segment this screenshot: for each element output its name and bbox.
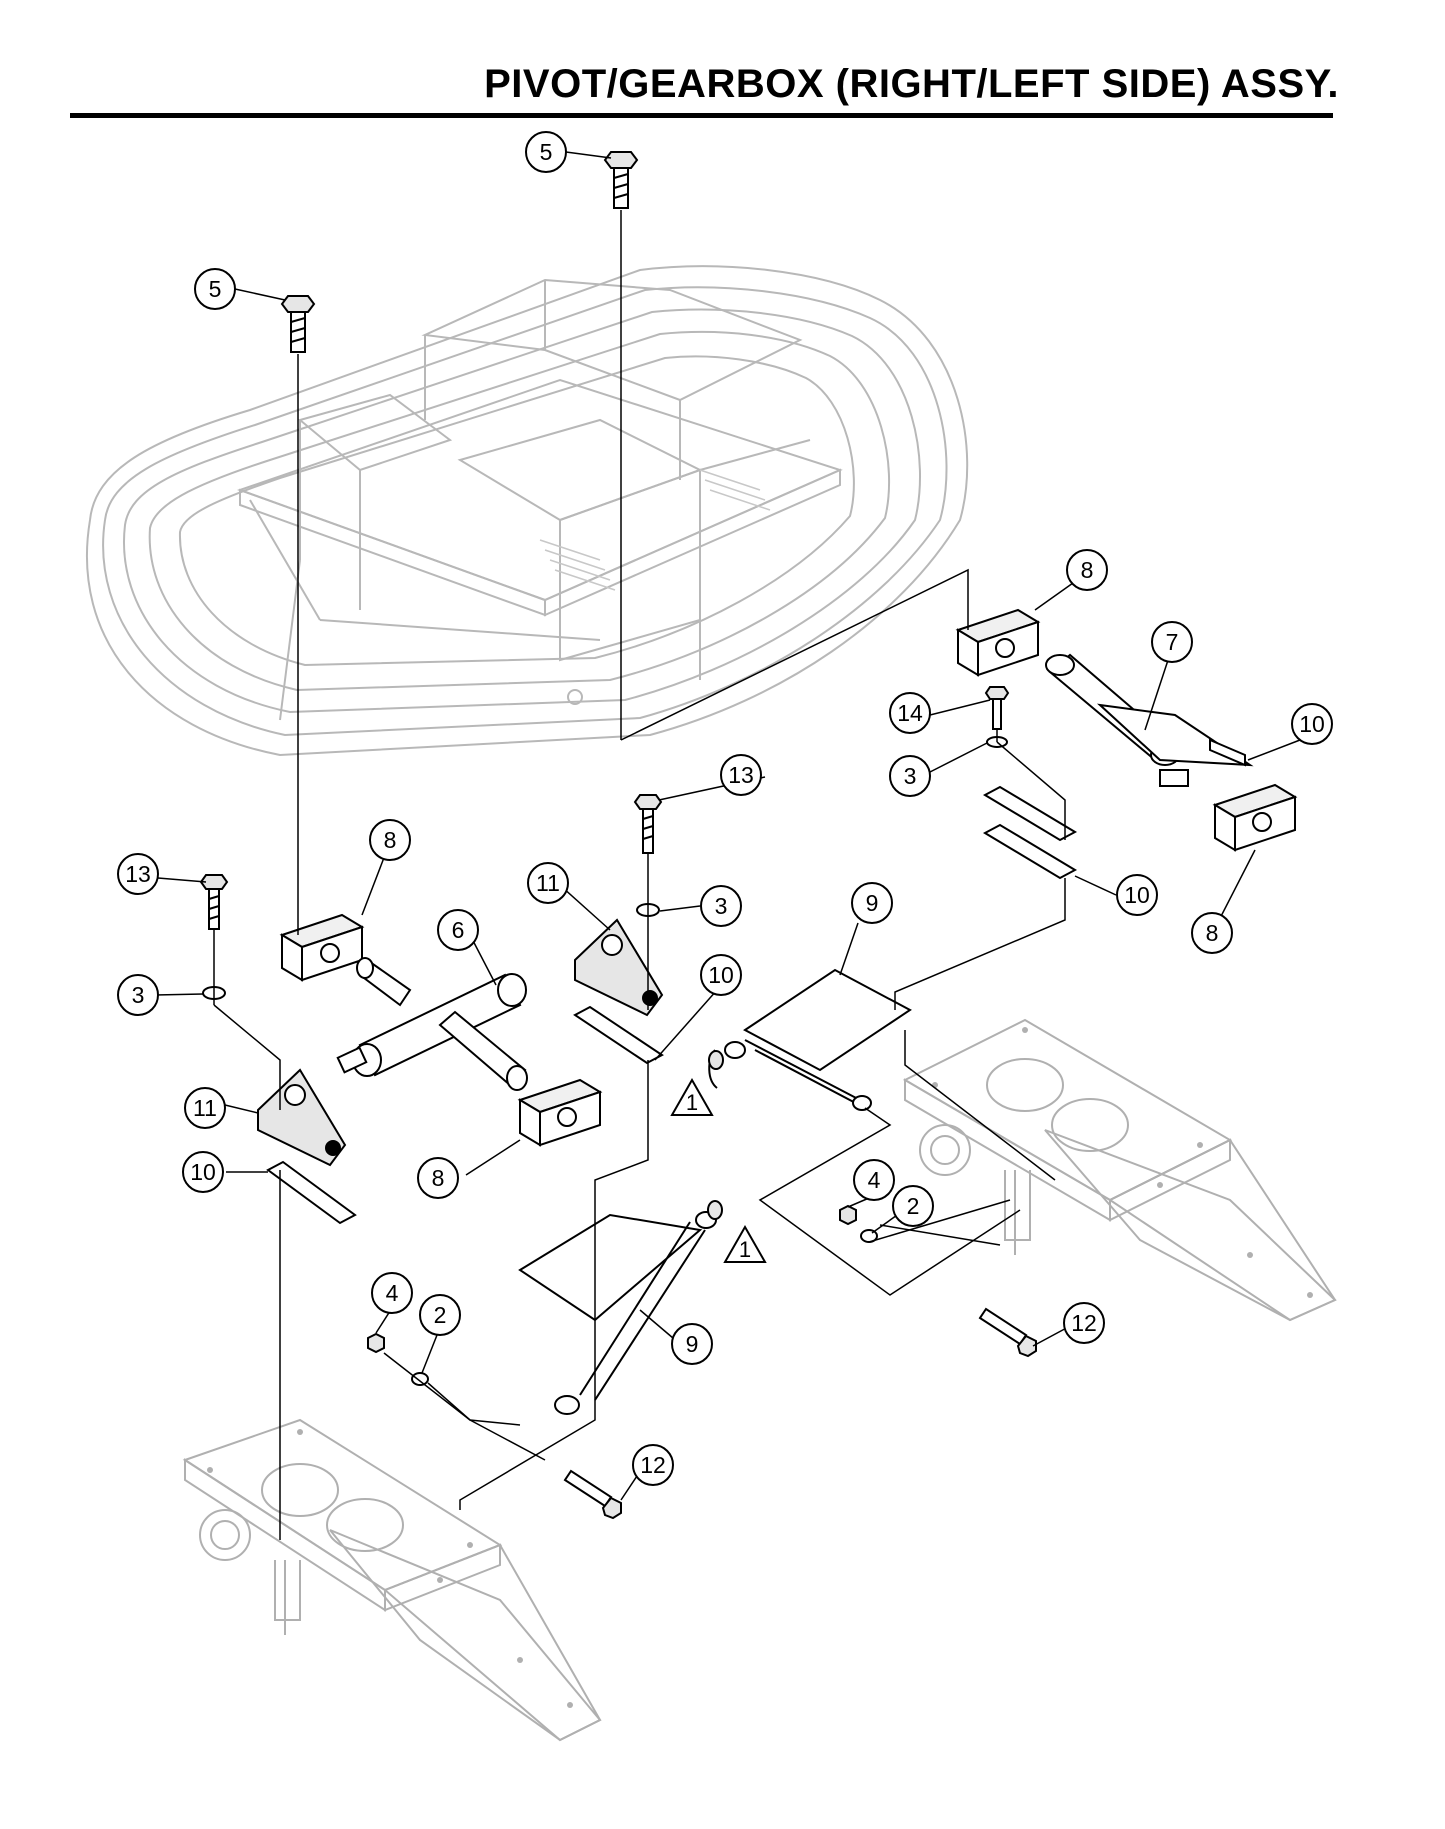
callout-13-left: 13 [117, 853, 159, 895]
callout-5-top: 5 [525, 131, 567, 173]
callout-9-upper: 9 [851, 882, 893, 924]
nut-4-right [839, 1204, 857, 1226]
callout-9-upper-label: 9 [866, 890, 879, 916]
callout-10-middle: 10 [700, 954, 742, 996]
warning-triangle-1-label: 1 [686, 1090, 698, 1115]
pivot-bracket-11-left [257, 1068, 347, 1167]
gearbox-left [182, 1418, 602, 1742]
deck-frame [85, 265, 969, 757]
callout-3-middle: 3 [700, 885, 742, 927]
washer-2-left [411, 1372, 429, 1386]
callout-11-middle-label: 11 [536, 870, 560, 896]
callout-8-lower-right: 8 [1191, 912, 1233, 954]
nut-4-left [367, 1332, 385, 1354]
callout-4-left-label: 4 [386, 1280, 399, 1306]
callout-7: 7 [1151, 621, 1193, 663]
callout-3-left-label: 3 [132, 982, 145, 1008]
plate-10-right-lower [982, 823, 1078, 880]
bearing-block-8-upper-right [955, 608, 1041, 677]
pivot-tube-6 [336, 957, 528, 1091]
pivot-bracket-11-middle [574, 918, 664, 1017]
support-arm-9-upper [708, 968, 912, 1111]
assembly-lines [213, 210, 1066, 1540]
callouts: 5 5 8 7 14 10 [117, 131, 1333, 1486]
callout-4-left: 4 [371, 1272, 413, 1314]
callout-6: 6 [437, 909, 479, 951]
callout-10-right: 10 [1116, 874, 1158, 916]
title-rule [70, 113, 1333, 118]
plate-10-left-lower [266, 1160, 357, 1225]
callout-8-left-lower: 8 [417, 1157, 459, 1199]
bolt-12-right [978, 1307, 1037, 1358]
hardware-parts [199, 151, 1298, 1520]
callout-13-middle-label: 13 [728, 762, 754, 788]
warning-triangle-2: 1 [723, 1224, 767, 1263]
callout-2-left: 2 [419, 1294, 461, 1336]
plate-10-left-middle [573, 1005, 664, 1065]
bearing-block-8-left-lower [517, 1078, 603, 1147]
callout-10-left-label: 10 [190, 1159, 216, 1185]
bolt-12-left [563, 1469, 622, 1520]
callout-5-left: 5 [194, 268, 236, 310]
callout-3-right: 3 [889, 755, 931, 797]
callout-10-right-label: 10 [1124, 882, 1150, 908]
callout-14: 14 [889, 692, 931, 734]
callout-12-left-label: 12 [640, 1452, 666, 1478]
warning-triangle-1: 1 [670, 1077, 714, 1116]
callout-5-top-label: 5 [540, 139, 553, 165]
callout-9-lower: 9 [671, 1323, 713, 1365]
callout-5-left-label: 5 [209, 276, 222, 302]
callout-10-left: 10 [182, 1151, 224, 1193]
plate-10-right-upper [982, 785, 1078, 842]
callout-11-left: 11 [184, 1087, 226, 1129]
bolt-14 [984, 686, 1010, 730]
pivot-tube-7 [1045, 653, 1254, 787]
callout-11-left-label: 11 [193, 1095, 217, 1121]
callout-13-left-label: 13 [125, 861, 151, 887]
callout-12-right-label: 12 [1071, 1310, 1097, 1336]
bolt-5-left [280, 295, 316, 353]
callout-11-middle: 11 [527, 862, 569, 904]
callout-3-left: 3 [117, 974, 159, 1016]
callout-8-left-upper: 8 [369, 819, 411, 861]
callout-8-upper-right: 8 [1066, 549, 1108, 591]
callout-14-label: 14 [897, 700, 923, 726]
callout-10-upper-right-label: 10 [1299, 711, 1325, 737]
callout-9-lower-label: 9 [686, 1331, 699, 1357]
callout-8-left-upper-label: 8 [384, 827, 397, 853]
page-title: PIVOT/GEARBOX (RIGHT/LEFT SIDE) ASSY. [484, 62, 1339, 106]
callout-3-middle-label: 3 [715, 893, 728, 919]
callout-8-lower-right-label: 8 [1206, 920, 1219, 946]
callout-12-right: 12 [1063, 1302, 1105, 1344]
gearbox-right [902, 1018, 1337, 1322]
callout-2-right: 2 [892, 1185, 934, 1227]
warning-triangle-2-label: 1 [739, 1237, 751, 1262]
callout-8-left-lower-label: 8 [432, 1165, 445, 1191]
bolt-5-top [603, 151, 639, 209]
bolt-13-left [199, 874, 229, 930]
bolt-13-middle [633, 794, 663, 854]
warning-triangles: 1 1 [670, 1077, 767, 1263]
callout-6-label: 6 [452, 917, 465, 943]
callout-3-right-label: 3 [904, 763, 917, 789]
callout-4-right-label: 4 [868, 1167, 881, 1193]
callout-13-middle: 13 [720, 754, 762, 796]
bearing-block-8-lower-right [1212, 783, 1298, 852]
callout-10-upper-right: 10 [1291, 703, 1333, 745]
callout-7-label: 7 [1166, 629, 1179, 655]
callout-12-left: 12 [632, 1444, 674, 1486]
callout-2-left-label: 2 [434, 1302, 447, 1328]
support-arm-9-lower [518, 1200, 723, 1415]
callout-4-right: 4 [853, 1159, 895, 1201]
bearing-block-8-left-upper [279, 913, 365, 982]
callout-leaders [154, 151, 1301, 1501]
callout-8-upper-right-label: 8 [1081, 557, 1094, 583]
callout-10-middle-label: 10 [708, 962, 734, 988]
callout-2-right-label: 2 [907, 1193, 920, 1219]
